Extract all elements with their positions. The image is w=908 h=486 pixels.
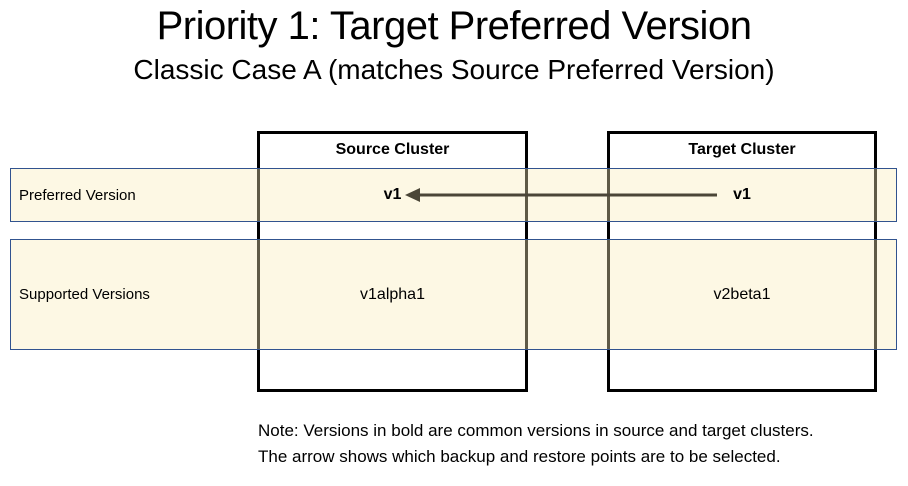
supported-versions-label: Supported Versions bbox=[19, 286, 150, 303]
supported-versions-row: Supported Versions bbox=[10, 239, 897, 350]
target-preferred-version-value: v1 bbox=[733, 186, 751, 203]
source-preferred-version-value: v1 bbox=[383, 186, 402, 203]
note-line-1: Note: Versions in bold are common versio… bbox=[258, 421, 814, 440]
note-line-2: The arrow shows which backup and restore… bbox=[258, 447, 781, 466]
target-supported-version-value: v2beta1 bbox=[713, 286, 771, 303]
slide-title: Priority 1: Target Preferred Version bbox=[156, 4, 752, 48]
target-cluster-box: Target Cluster bbox=[607, 131, 877, 392]
preferred-version-label: Preferred Version bbox=[19, 186, 136, 204]
source-supported-version-value: v1alpha1 bbox=[360, 286, 425, 303]
source-cluster-header: Source Cluster bbox=[335, 141, 450, 158]
preferred-version-row: Preferred Version bbox=[10, 168, 897, 222]
slide-subtitle: Classic Case A (matches Source Preferred… bbox=[133, 54, 775, 85]
source-cluster-box: Source Cluster bbox=[257, 131, 528, 392]
target-cluster-header: Target Cluster bbox=[688, 141, 796, 158]
note-text: Note: Versions in bold are common versio… bbox=[258, 418, 814, 470]
